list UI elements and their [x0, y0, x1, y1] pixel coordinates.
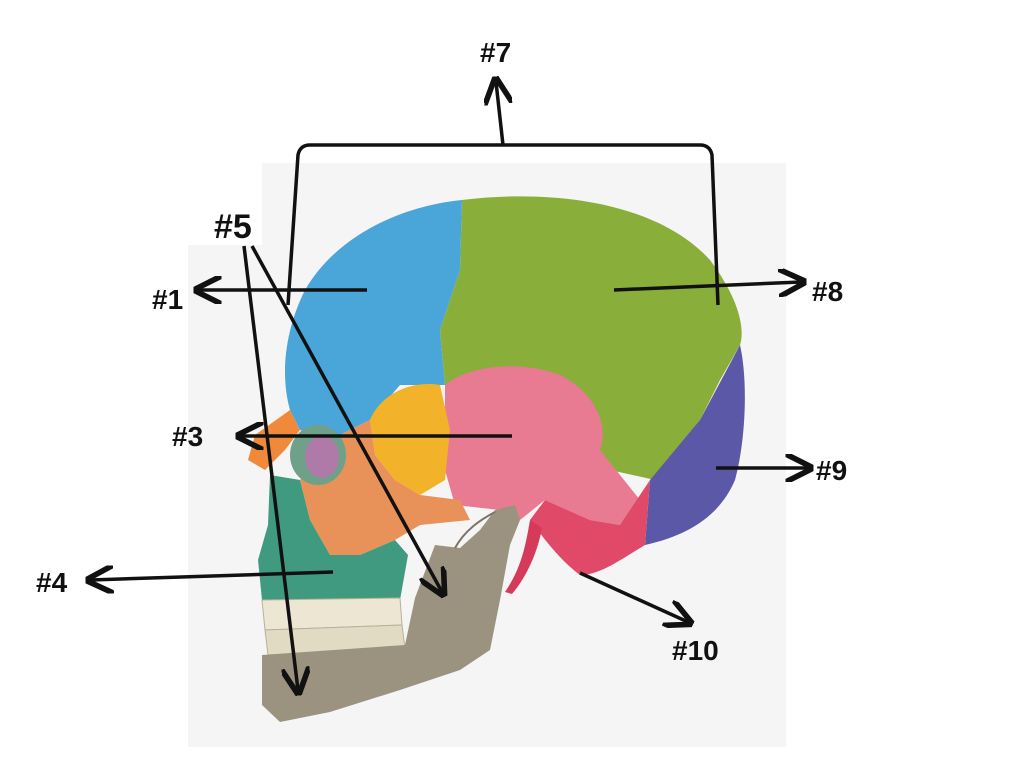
orbit-inner [305, 436, 339, 478]
mandible-bone [262, 505, 520, 722]
bracket-7 [286, 143, 720, 306]
temporal-bone [445, 366, 640, 525]
arrow-7 [496, 82, 503, 146]
arrow-10 [579, 571, 688, 622]
frontal-bone [285, 200, 462, 440]
skull-illustration [248, 196, 745, 722]
label-4: #4 [36, 567, 68, 598]
parietal-bone [440, 196, 742, 480]
occipital-bone [645, 345, 745, 545]
arrow-8 [613, 282, 801, 290]
arrow-4 [91, 572, 334, 580]
mastoid-process [530, 480, 650, 575]
label-7: #7 [480, 37, 511, 68]
arrow-5-b [250, 245, 442, 592]
label-5: #5 [214, 208, 252, 246]
sphenoid-bone [370, 384, 450, 495]
mandibular-notch [454, 511, 496, 549]
label-1: #1 [152, 284, 183, 315]
arrow-5-a [242, 245, 298, 690]
label-10: #10 [672, 635, 719, 666]
styloid-process [505, 520, 542, 594]
label-8: #8 [812, 276, 843, 307]
upper-teeth [261, 597, 403, 631]
label-9: #9 [816, 455, 847, 486]
nasal-bone [248, 410, 300, 470]
photo-background-notch [188, 163, 262, 245]
label-3: #3 [172, 421, 203, 452]
